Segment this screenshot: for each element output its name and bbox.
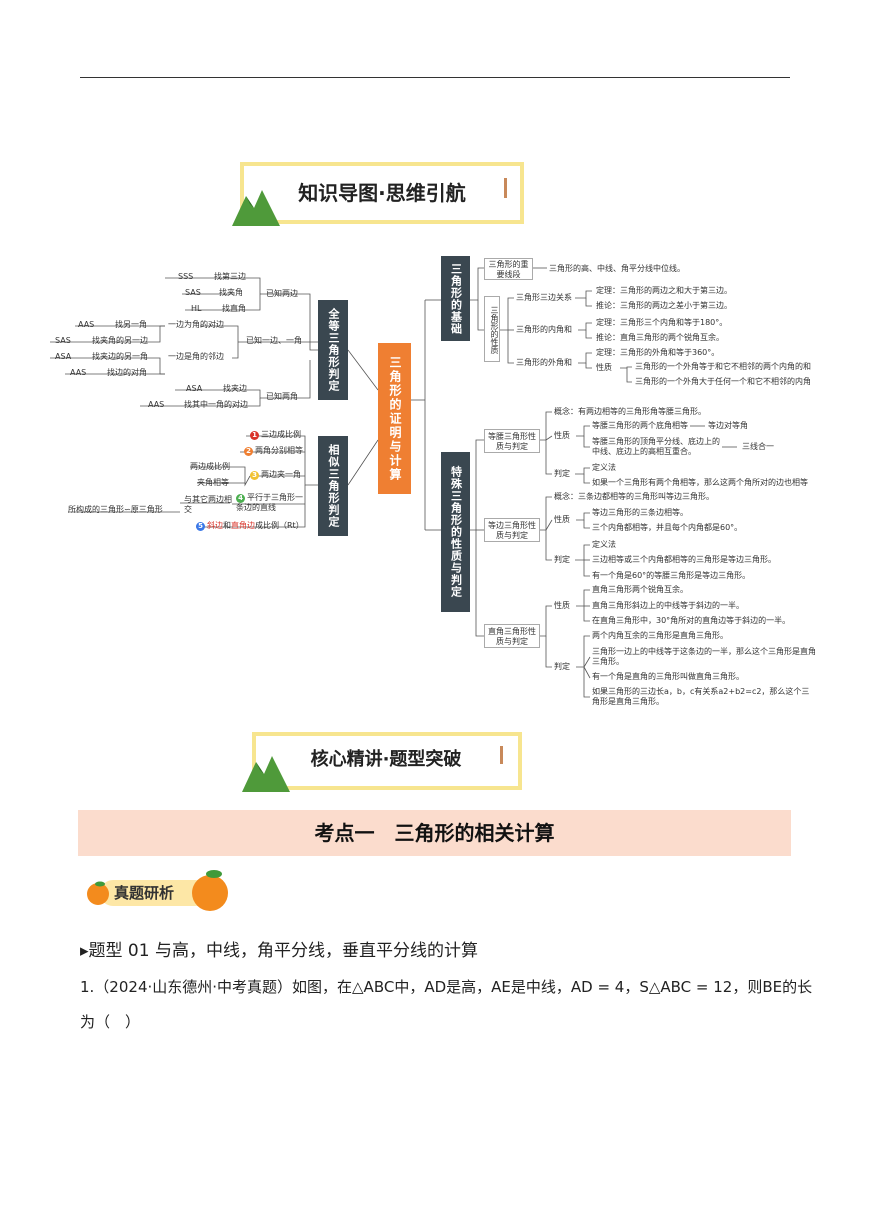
right-judge-4: 如果三角形的三边长a，b，c有关系a2+b2=c2，那么这个三角形是直角三角形。 [592,687,810,706]
iso-prop-1: 等腰三角形的两个底角相等 [592,421,688,430]
mountain-icon [232,190,280,226]
orange-icon [192,870,228,911]
cong-g3-label: 已知两角 [266,392,298,401]
mindmap-center: 三角形的证明与计算 [378,343,411,494]
equi-prop: 性质 [554,515,570,524]
iso-tag-2: 三线合一 [742,442,774,451]
equi-judge-1: 定义法 [592,540,616,549]
node-isosceles: 等腰三角形性质与判定 [484,429,540,453]
equi-judge: 判定 [554,555,570,564]
tag-label: 真题研析 [114,884,175,902]
side-item-2: 推论：三角形的两边之差小于第三边。 [596,301,732,310]
node-congruent: 全等三角形判定 [318,300,348,400]
equi-prop-2: 三个内角都相等，并且每个内角都是60°。 [592,523,743,532]
cong-g2-b2: 找夹角的另一边 [92,336,148,345]
question-type: ▸题型 01 与高，中线，角平分线，垂直平分线的计算 [80,941,478,961]
outer-prop: 性质 [596,363,612,372]
equi-concept: 概念：三条边都相等的三角形叫等边三角形。 [554,492,714,501]
node-similar: 相似三角形判定 [318,436,348,536]
cong-g2-c1: 一边为角的对边 [168,320,224,329]
cong-g1-a1: SSS [178,272,194,281]
cong-g1-b2: 找夹角 [219,288,243,297]
segments-text: 三角形的高、中线、角平分线中位线。 [549,264,685,273]
iso-tag-1: 等边对等角 [708,421,748,430]
cong-g2-a1: AAS [78,320,95,329]
cong-g1-b1: 找第三边 [214,272,246,281]
cong-g2-a3: ASA [55,352,72,361]
mountain-icon [242,756,290,792]
right-prop-1: 直角三角形两个锐角互余。 [592,585,688,594]
banner-accent [504,178,507,198]
mindmap-connectors [50,267,737,698]
iso-judge: 判定 [554,469,570,478]
sim-item-3-sub-1: 两边成比例 [190,462,230,471]
inner-item-1: 定理：三角形三个内角和等于180°。 [596,318,728,327]
node-nature: 三角形的性质 [484,296,500,362]
node-right-triangle: 直角三角形性质与判定 [484,624,540,648]
node-special: 特殊三角形的性质与判定 [441,452,470,612]
cong-g1-a2: SAS [185,288,201,297]
iso-judge-1: 定义法 [592,463,616,472]
right-judge: 判定 [554,662,570,671]
right-judge-1: 两个内角互余的三角形是直角三角形。 [592,631,728,640]
cong-g2-a4: AAS [70,368,87,377]
iso-concept: 概念：有两边相等的三角形角等腰三角形。 [554,407,706,416]
cong-g3-b2: 找其中一角的对边 [184,400,248,409]
iso-prop-2: 等腰三角形的顶角平分线、底边上的中线、底边上的高相互重合。 [592,437,720,456]
cong-g1-a3: HL [191,304,202,313]
orange-icon [87,881,109,905]
outer-item-1: 定理：三角形的外角和等于360°。 [596,348,720,357]
side-relation: 三角形三边关系 [516,293,572,302]
right-judge-2: 三角形一边上的中线等于这条边的一半，那么这个三角形是直角三角形。 [592,647,816,666]
right-prop-2: 直角三角形斜边上的中线等于斜边的一半。 [592,601,744,610]
side-item-1: 定理：三角形的两边之和大于第三边。 [596,286,732,295]
banner-mindmap: 知识导图·思维引航 [232,162,524,226]
question-line-1: 1.（2024·山东德州·中考真题）如图，在△ABC中，AD是高，AE是中线，A… [80,978,813,996]
cong-g2-b1: 找另一角 [115,320,147,329]
cong-g3-a2: AAS [148,400,165,409]
equi-judge-2: 三边相等或三个内角都相等的三角形是等边三角形。 [592,555,776,564]
right-judge-3: 有一个角是直角的三角形叫做直角三角形。 [592,672,744,681]
banner-title: 知识导图·思维引航 [298,181,466,205]
cong-g2-label: 已知一边、一角 [246,336,302,345]
right-prop: 性质 [554,601,570,610]
sim-item-4-result: 所构成的三角形∽原三角形 [68,505,163,514]
node-basics: 三角形的基础 [441,256,470,341]
banner-core: 核心精讲·题型突破 [242,732,522,792]
cong-g1-b3: 找直角 [222,304,246,313]
cong-g1-label: 已知两边 [266,289,298,298]
outer-angle: 三角形的外角和 [516,358,572,367]
equi-judge-3: 有一个角是60°的等腰三角形是等边三角形。 [592,571,751,580]
right-prop-3: 在直角三角形中，30°角所对的直角边等于斜边的一半。 [592,616,791,625]
sim-item-3-sub-2: 夹角相等 [197,478,229,487]
header-rule [80,77,790,78]
cong-g3-a1: ASA [186,384,203,393]
node-equilateral: 等边三角形性质与判定 [484,518,540,542]
section-title: 考点一 三角形的相关计算 [314,821,555,845]
banner-title: 核心精讲·题型突破 [310,749,462,770]
question-line-2: 为（ ） [80,1013,141,1031]
cong-g2-a2: SAS [55,336,71,345]
cong-g2-b4: 找边的对角 [107,368,147,377]
cong-g3-b1: 找夹边 [223,384,247,393]
iso-judge-2: 如果一个三角形有两个角相等，那么这两个角所对的边也相等 [592,478,808,487]
banner-accent [500,746,503,764]
section-bar: 考点一 三角形的相关计算 [78,810,791,856]
cong-g2-c3: 一边是角的邻边 [168,352,224,361]
sim-item-4-sub: 与其它两边相交 [184,495,232,514]
inner-item-2: 推论：直角三角形的两个锐角互余。 [596,333,724,342]
outer-prop-1: 三角形的一个外角等于和它不相邻的两个内角的和 [635,362,811,371]
cong-g2-b3: 找夹边的另一角 [92,352,148,361]
tag-exam-analysis: 真题研析 [86,870,228,911]
equi-prop-1: 等边三角形的三条边相等。 [592,508,688,517]
inner-angle: 三角形的内角和 [516,325,572,334]
node-segments: 三角形的重要线段 [484,258,533,280]
outer-prop-2: 三角形的一个外角大于任何一个和它不相邻的内角 [635,377,811,386]
iso-prop: 性质 [554,431,570,440]
